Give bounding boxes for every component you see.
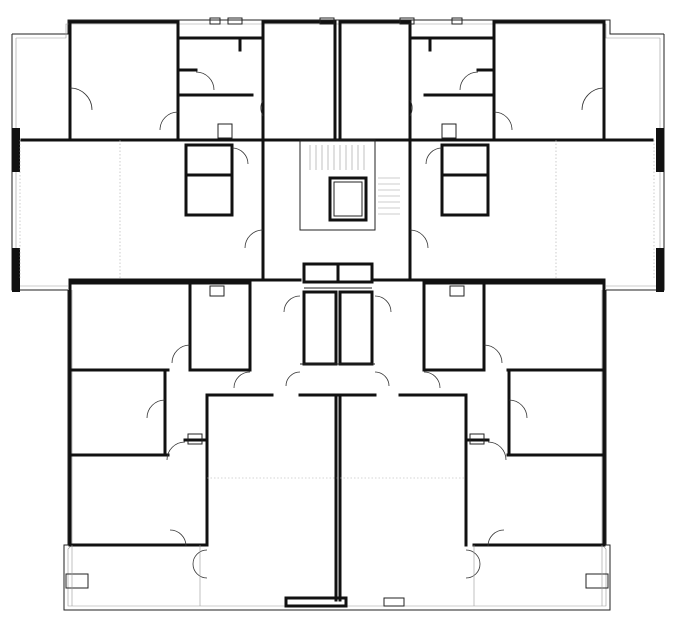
outer-envelope — [11, 19, 665, 611]
lift-shafts — [300, 262, 375, 366]
main-walls — [20, 20, 654, 602]
wall-details — [12, 17, 664, 608]
doors — [69, 71, 605, 579]
faint-lines — [19, 140, 655, 606]
stair-core — [299, 139, 400, 231]
